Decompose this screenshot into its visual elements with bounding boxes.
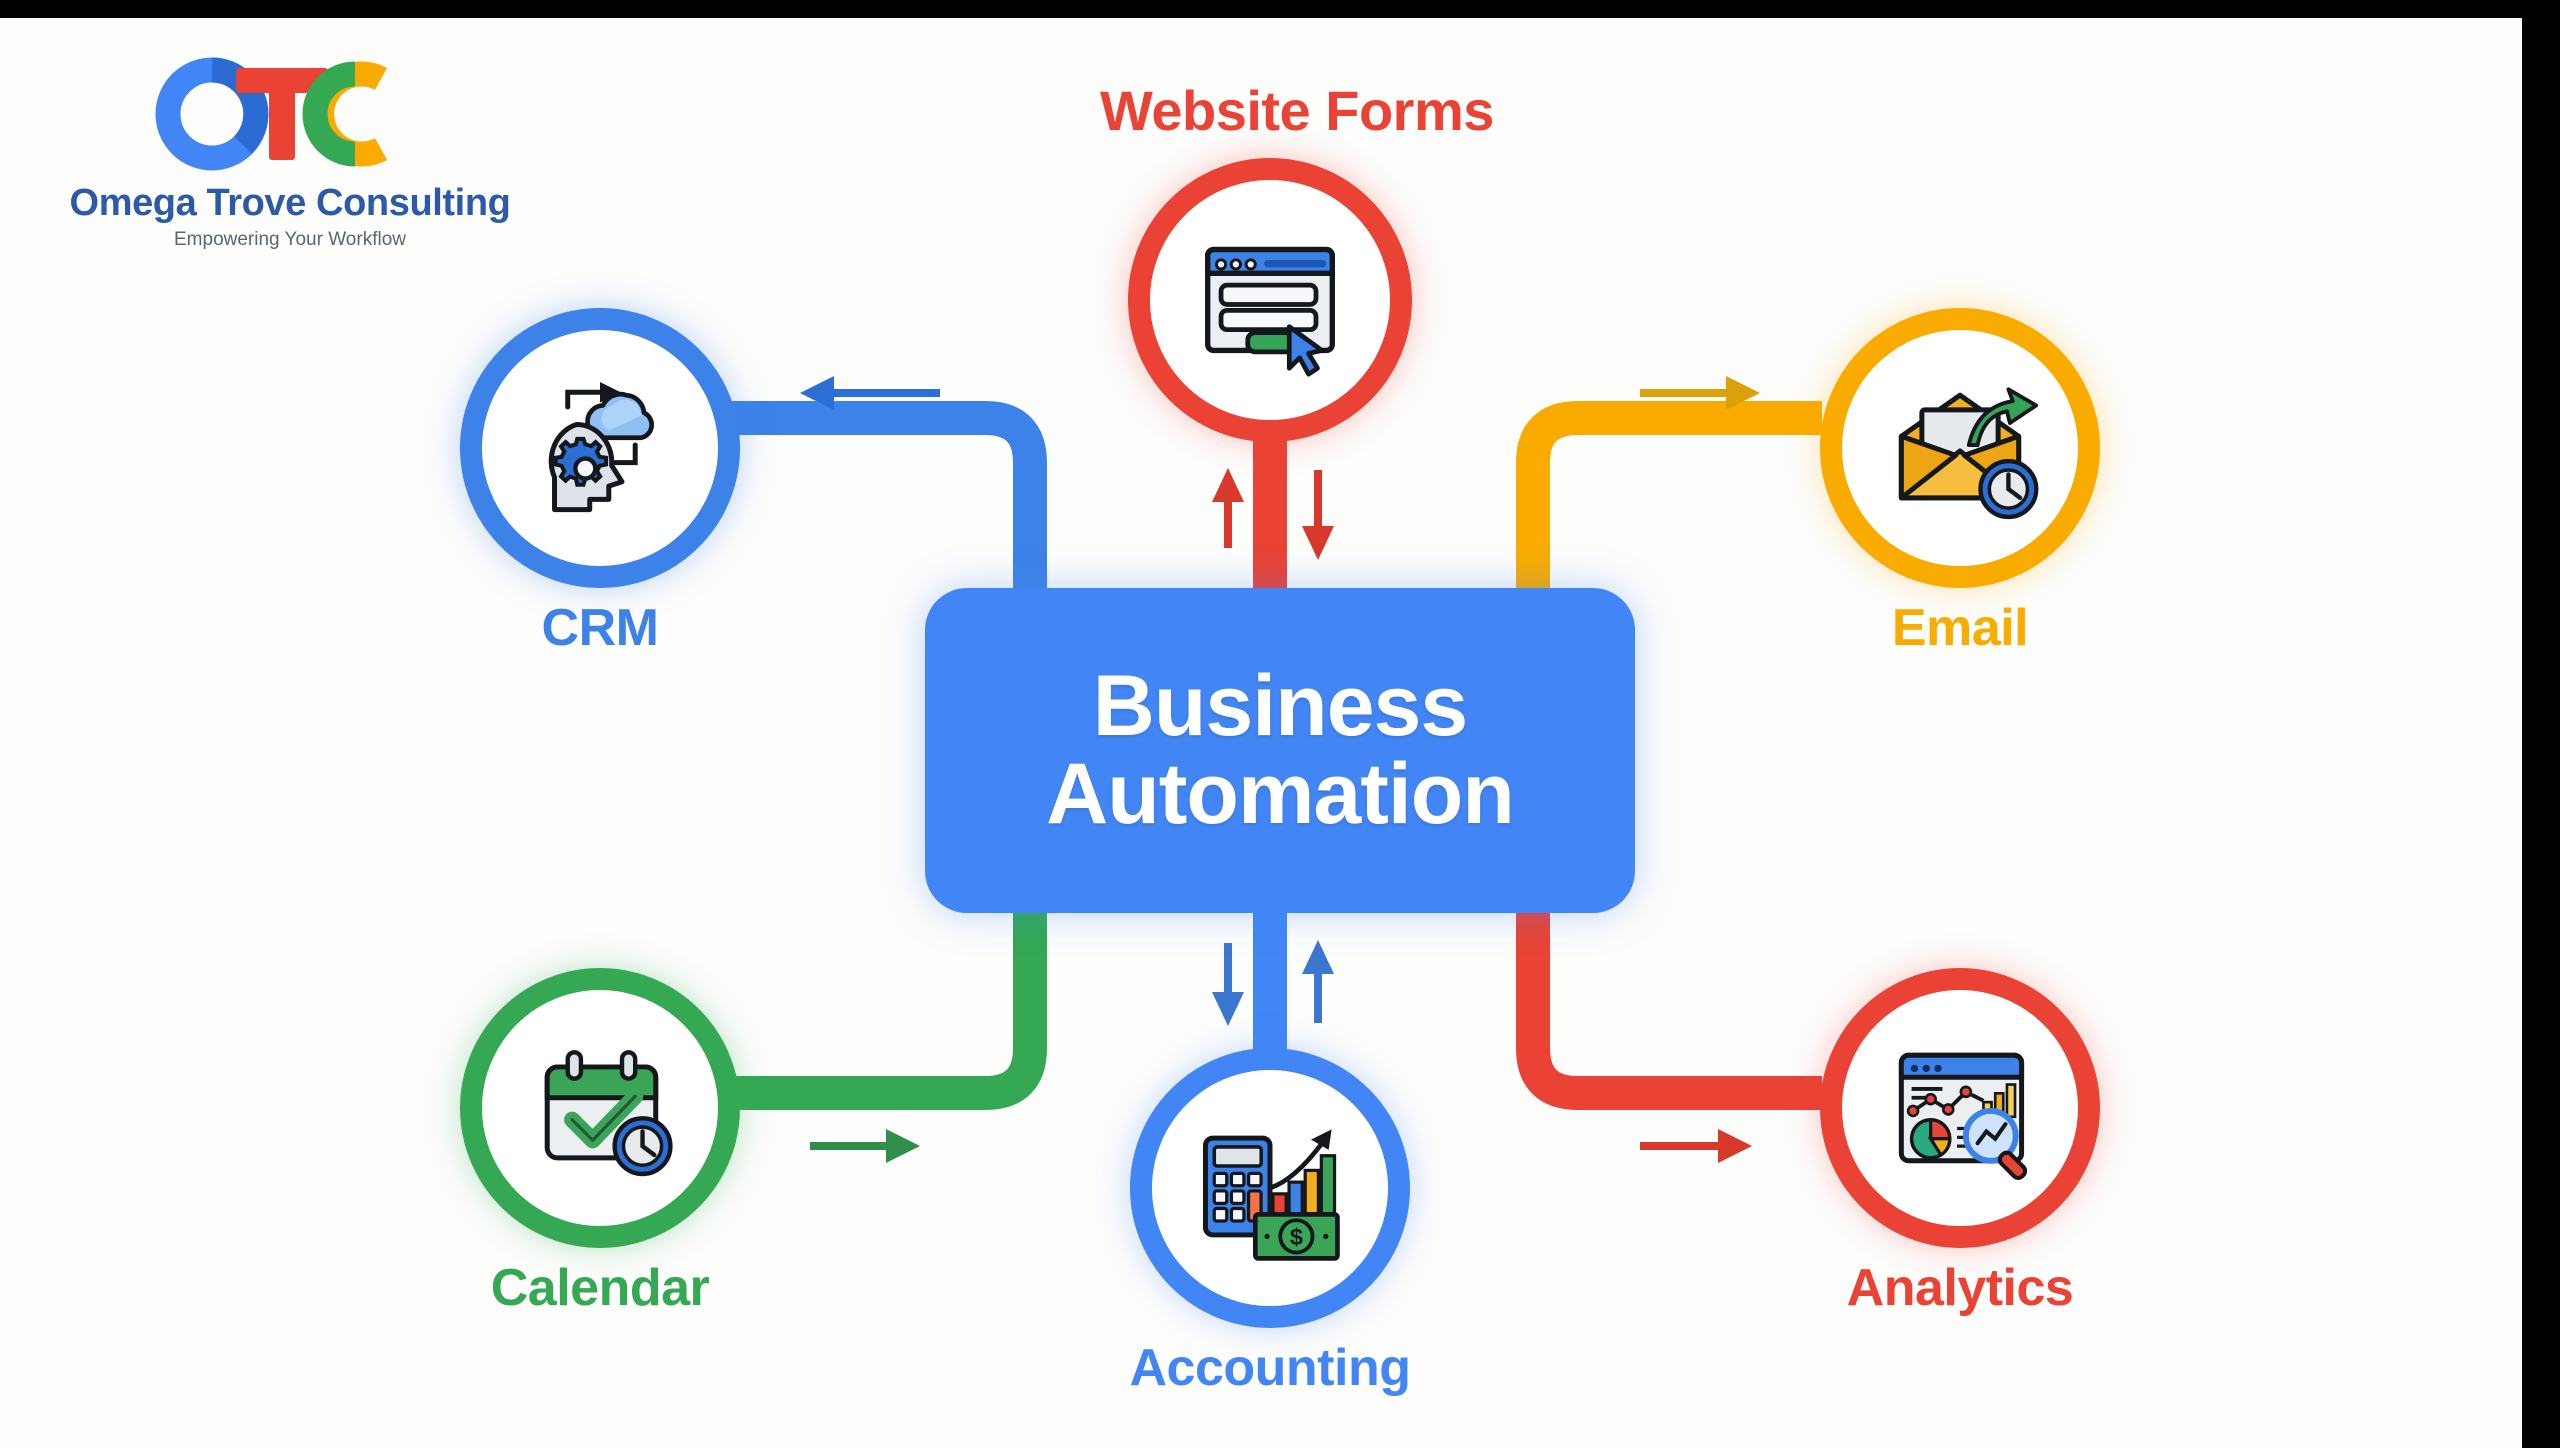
diagram-canvas: Omega Trove Consulting Empowering Your W… <box>0 18 2522 1448</box>
calendar-check-clock-icon <box>544 1050 673 1177</box>
node-accounting-label: Accounting <box>1129 1339 1411 1397</box>
wire-analytics <box>1516 848 1822 1110</box>
node-crm[interactable]: CRM <box>440 298 760 698</box>
node-calendar[interactable]: Calendar <box>440 958 760 1378</box>
node-website-forms-ring[interactable] <box>1128 158 1412 442</box>
brand-name: Omega Trove Consulting <box>69 182 511 224</box>
node-analytics-ring[interactable] <box>1820 968 2100 1248</box>
wire-email <box>1516 401 1822 658</box>
otc-circles-logo-icon <box>150 48 430 178</box>
arrow-webforms-down <box>1302 470 1334 560</box>
arrow-email-right <box>1640 376 1760 410</box>
brand-tagline: Empowering Your Workflow <box>174 229 406 250</box>
node-accounting-ring[interactable]: $ <box>1130 1048 1410 1328</box>
arrow-analytics-right <box>1640 1129 1752 1163</box>
node-calendar-label: Calendar <box>490 1259 710 1317</box>
arrow-accounting-up <box>1302 940 1334 1023</box>
arrow-webforms-up <box>1212 468 1244 548</box>
hub-business-automation[interactable]: Business Automation <box>925 588 1635 913</box>
node-crm-ring[interactable] <box>460 308 740 588</box>
node-crm-label: CRM <box>541 599 659 657</box>
browser-form-cursor-icon <box>1205 246 1335 377</box>
node-analytics[interactable]: Analytics <box>1800 958 2120 1378</box>
node-calendar-ring[interactable] <box>460 968 740 1248</box>
svg-text:$: $ <box>1290 1224 1303 1250</box>
hub-title-line2: Automation <box>1046 745 1515 842</box>
wire-calendar <box>700 848 1047 1110</box>
node-email-ring[interactable] <box>1820 308 2100 588</box>
node-email[interactable]: Email <box>1800 298 2120 698</box>
wire-crm <box>700 401 1047 658</box>
envelope-send-clock-icon <box>1898 387 2039 520</box>
dashboard-magnifier-charts-icon <box>1898 1052 2028 1180</box>
node-email-label: Email <box>1891 599 2029 657</box>
hub-title-line1: Business <box>1092 657 1468 754</box>
brain-gear-cloud-sync-icon <box>548 382 655 513</box>
node-analytics-label: Analytics <box>1846 1259 2074 1317</box>
calculator-chart-money-icon: $ <box>1202 1129 1340 1261</box>
arrow-accounting-down <box>1212 943 1244 1026</box>
node-website-forms[interactable]: Website Forms <box>1100 78 1494 498</box>
arrow-calendar-right <box>810 1129 920 1163</box>
node-website-forms-label: Website Forms <box>1100 79 1494 142</box>
brand-logo: Omega Trove Consulting Empowering Your W… <box>60 48 520 268</box>
node-accounting[interactable]: $ Accounting <box>1115 1038 1425 1448</box>
arrow-crm-left <box>800 376 940 410</box>
